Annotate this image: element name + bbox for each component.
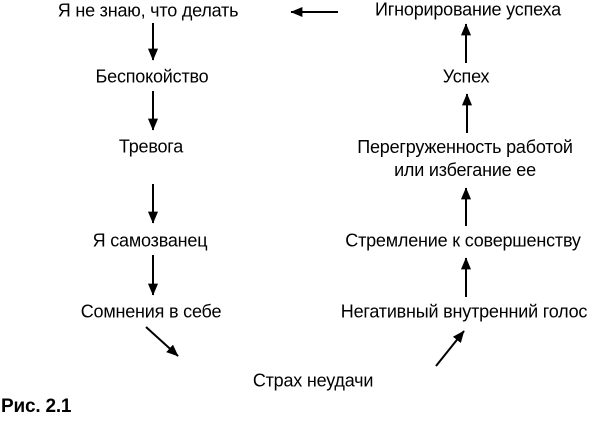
node-i-dont-know: Я не знаю, что делать [57,0,239,21]
node-ignoring-success: Игнорирование успеха [375,0,561,20]
arrow-fear-of-failure-to-negative-voice [435,330,465,367]
node-worry: Беспокойство [95,66,209,87]
node-negative-voice: Негативный внутренний голос [340,301,588,322]
node-perfectionism: Стремление к совершенству [345,230,581,251]
node-anxiety: Тревога [118,136,184,157]
node-impostor: Я самозванец [92,230,208,251]
figure-caption: Рис. 2.1 [1,396,72,417]
arrow-self-doubt-to-fear-of-failure [145,326,179,357]
node-self-doubt: Сомнения в себе [80,301,222,322]
node-overwork: Перегруженность работой или избегание ее [357,137,573,180]
node-fear-of-failure: Страх неудачи [252,370,374,391]
node-success: Успех [442,66,490,87]
